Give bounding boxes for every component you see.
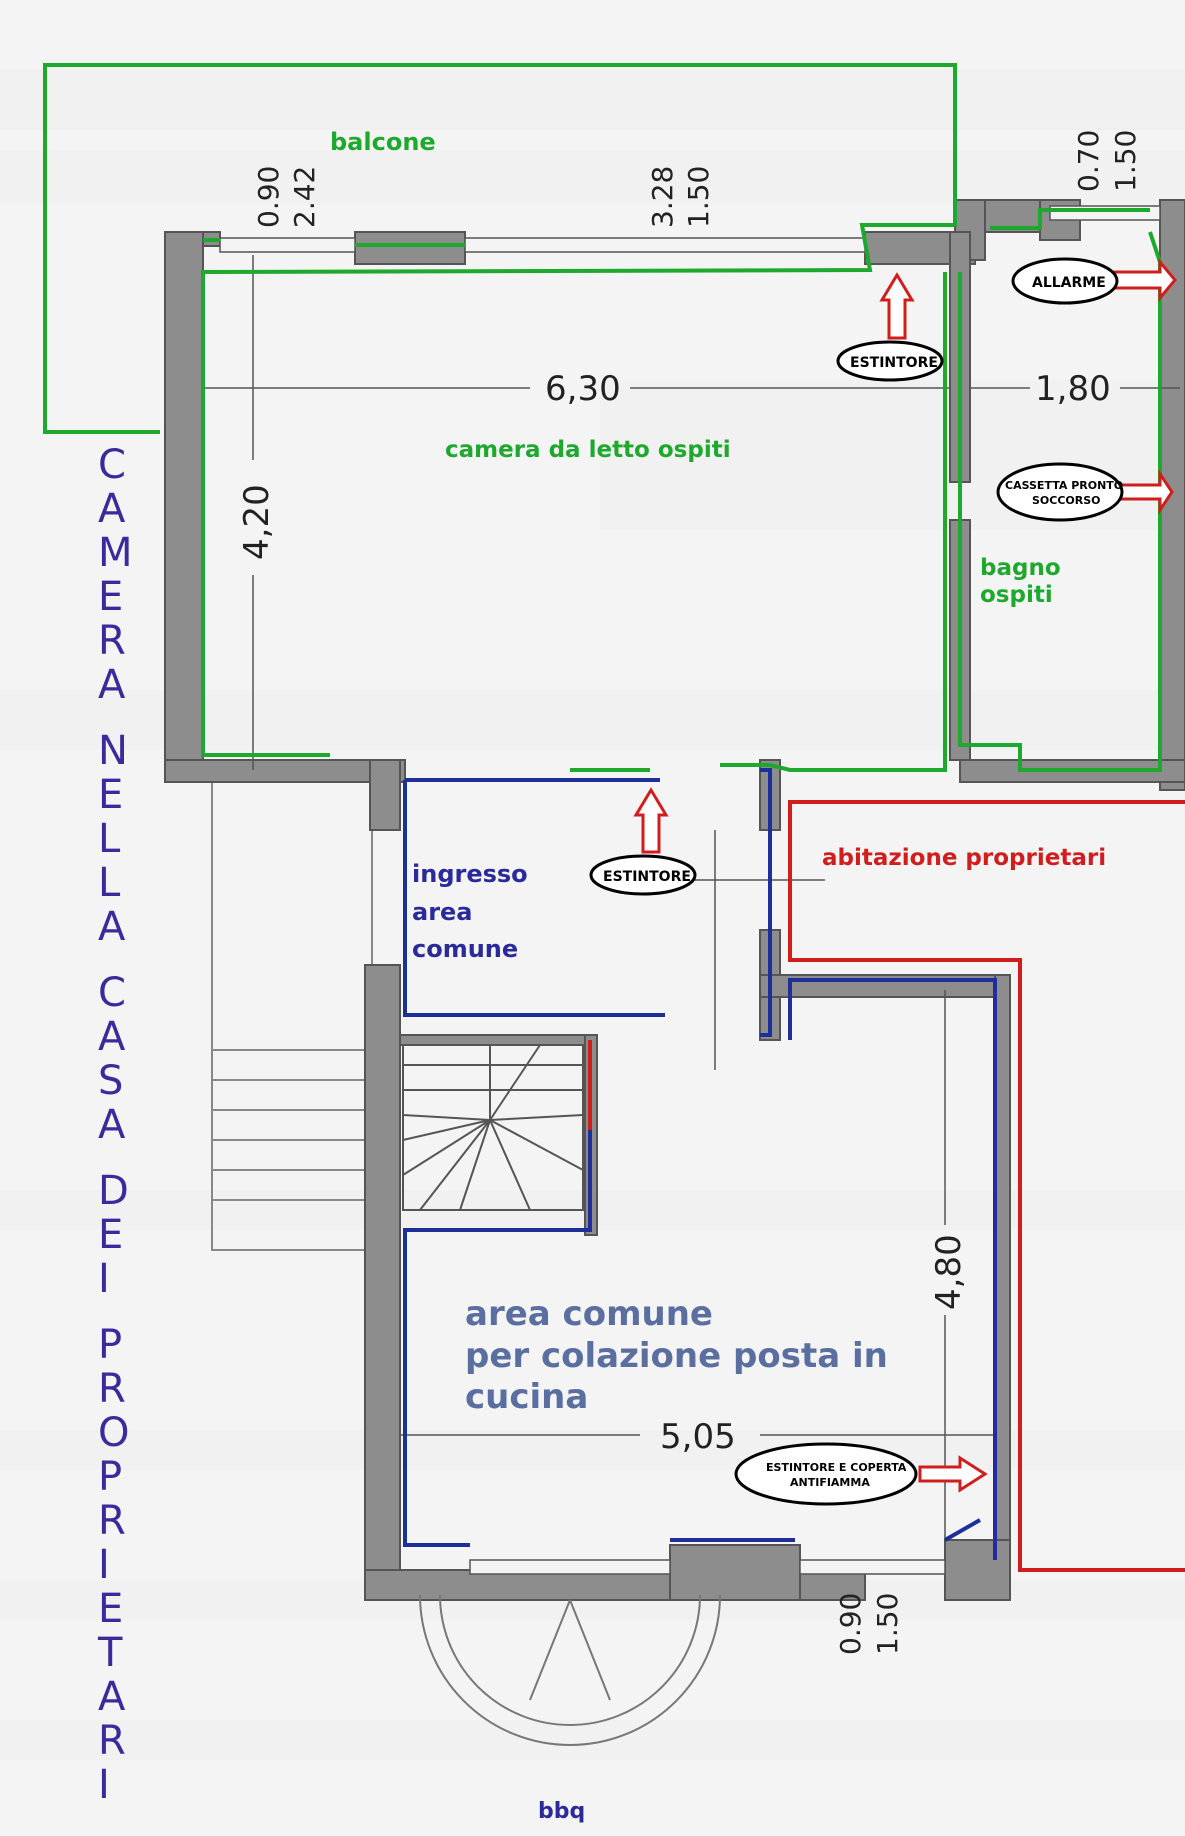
vertical-title-letter: M xyxy=(98,530,133,576)
badge-cassetta xyxy=(996,462,1124,522)
vertical-title-letter: R xyxy=(98,1498,126,1544)
window-dim-2b: 1.50 xyxy=(682,166,715,228)
window-dim-2a: 3.28 xyxy=(646,166,679,228)
vertical-title-letter: A xyxy=(98,486,126,532)
dim-630: 6,30 xyxy=(545,369,621,409)
badge-estintore-coperta-label-2: ANTIFIAMMA xyxy=(790,1476,870,1489)
arrow-right-allarme xyxy=(1113,257,1177,303)
vertical-title-letter: A xyxy=(98,1102,126,1148)
room-label-ingresso-2: area xyxy=(412,898,473,926)
dim-420: 4,20 xyxy=(237,484,277,560)
badge-allarme-label: ALLARME xyxy=(1032,275,1106,291)
badge-estintore-mid-label: ESTINTORE xyxy=(603,869,691,885)
arrow-right-cassetta xyxy=(1118,469,1174,515)
vertical-title-letter: I xyxy=(98,1762,110,1808)
vertical-title-letter: E xyxy=(98,574,123,620)
label-bbq: bbq xyxy=(538,1799,585,1824)
vertical-title-letter: A xyxy=(98,1014,126,1060)
vertical-title-letter: O xyxy=(98,1410,129,1456)
vertical-title-letter: L xyxy=(98,816,121,862)
arrow-right-estintore-coperta xyxy=(918,1455,988,1493)
vertical-title-letter: D xyxy=(98,1168,129,1214)
staircase xyxy=(402,1044,584,1211)
vertical-title-letter: S xyxy=(98,1058,123,1104)
window-dim-3a: 0.70 xyxy=(1072,130,1105,192)
vertical-title-letter: A xyxy=(98,662,126,708)
bay-window xyxy=(419,1594,721,1746)
window-dim-4a: 0.90 xyxy=(834,1593,867,1655)
red-outline-owners-home xyxy=(588,800,1185,1572)
badge-cassetta-label-1: CASSETTA PRONTO xyxy=(1005,479,1123,492)
room-label-abitazione: abitazione proprietari xyxy=(822,845,1106,871)
room-label-area-comune-2: per colazione posta in xyxy=(465,1336,888,1376)
vertical-title-letter: E xyxy=(98,1586,123,1632)
vertical-title-letter: R xyxy=(98,1718,126,1764)
badge-allarme xyxy=(1011,257,1119,305)
blue-outline-common-area xyxy=(403,768,997,1560)
safety-arrows xyxy=(633,257,1177,1493)
dim-480: 4,80 xyxy=(929,1234,969,1310)
vertical-title-letter: P xyxy=(98,1454,122,1500)
dim-505: 5,05 xyxy=(660,1417,736,1457)
vertical-title-letter: R xyxy=(98,1366,126,1412)
vertical-title-letter: A xyxy=(98,1674,126,1720)
vertical-title-letter: A xyxy=(98,904,126,950)
vertical-title-letter: I xyxy=(98,1542,110,1588)
window-dim-3b: 1.50 xyxy=(1109,130,1142,192)
window-dim-1b: 2.42 xyxy=(288,166,321,228)
room-label-bagno-1: bagno xyxy=(980,555,1061,581)
vertical-title-letter: R xyxy=(98,618,126,664)
window-dim-4b: 1.50 xyxy=(871,1593,904,1655)
vertical-title-letter: I xyxy=(98,1256,110,1302)
badge-cassetta-label-2: SOCCORSO xyxy=(1032,494,1101,507)
room-label-area-comune-1: area comune xyxy=(465,1294,713,1334)
window-dim-1a: 0.90 xyxy=(252,166,285,228)
vertical-title-letter: E xyxy=(98,1212,123,1258)
green-outline-bedroom-balcony xyxy=(43,63,1162,772)
safety-badges: ESTINTORE ESTINTORE ALLARME CASSETTA PRO… xyxy=(589,257,1124,1506)
badge-estintore-top xyxy=(836,340,944,382)
arrow-up-estintore-mid xyxy=(633,787,669,854)
badge-estintore-top-label: ESTINTORE xyxy=(850,355,938,371)
dim-180: 1,80 xyxy=(1035,369,1111,409)
vertical-title-letter: C xyxy=(98,442,126,488)
room-label-bagno-2: ospiti xyxy=(980,582,1053,608)
room-label-area-comune-3: cucina xyxy=(465,1377,588,1417)
vertical-title-letter: L xyxy=(98,860,121,906)
vertical-title-letter: P xyxy=(98,1322,122,1368)
room-label-camera: camera da letto ospiti xyxy=(445,437,731,463)
vertical-title-letter: E xyxy=(98,772,123,818)
room-label-balcone: balcone xyxy=(330,128,436,156)
badge-estintore-mid xyxy=(589,854,697,896)
room-label-ingresso-1: ingresso xyxy=(412,860,528,888)
room-label-ingresso-3: comune xyxy=(412,935,518,963)
vertical-title-letter: N xyxy=(98,728,128,774)
vertical-title-letter: T xyxy=(97,1630,123,1676)
badge-estintore-coperta-label-1: ESTINTORE E COPERTA xyxy=(766,1461,907,1474)
arrow-up-estintore-top xyxy=(879,272,915,340)
vertical-title-letter: C xyxy=(98,970,126,1016)
badge-estintore-coperta xyxy=(734,1442,918,1506)
